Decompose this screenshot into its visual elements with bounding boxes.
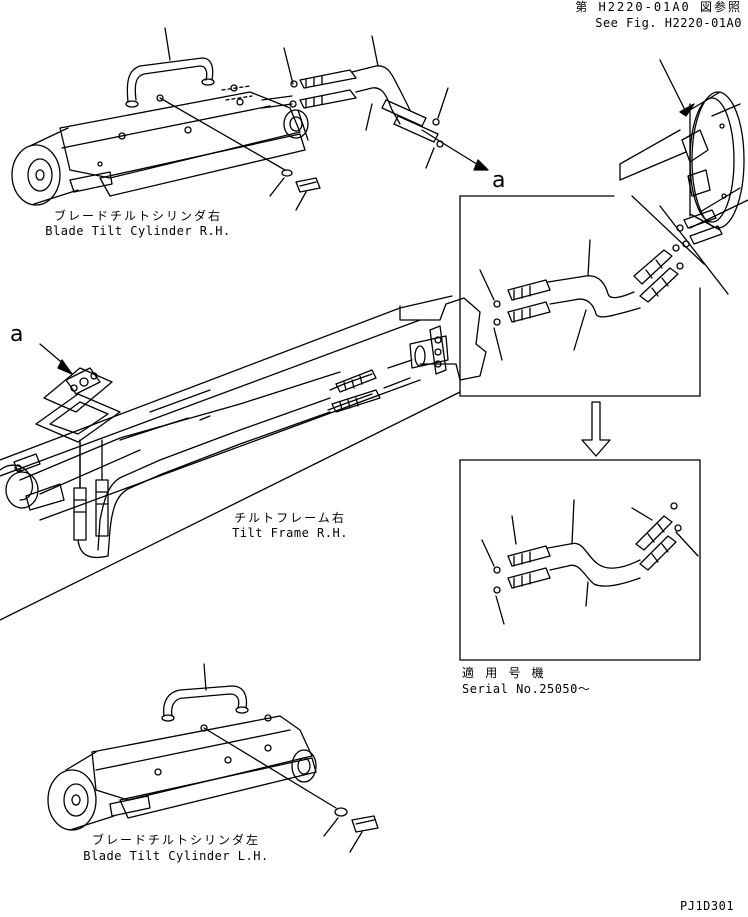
cylinder-lh-drawing (47, 663, 379, 853)
detail-box-a (459, 195, 723, 397)
plate-drawing (35, 343, 121, 489)
down-arrow-icon (581, 401, 611, 457)
top-hose-drawing (261, 35, 489, 171)
reference-component-drawing (619, 59, 748, 295)
callout-a-left: a (10, 322, 24, 347)
page-code: PJ1D301 (680, 899, 735, 913)
blade-tilt-cylinder-lh-en: Blade Tilt Cylinder L.H. (83, 849, 269, 863)
callout-a-top: a (492, 168, 506, 193)
tilt-frame-rh-en: Tilt Frame R.H. (232, 526, 348, 540)
detail-box-serial (459, 459, 701, 661)
tilt-frame-drawing (0, 295, 487, 621)
blade-tilt-cylinder-rh-en: Blade Tilt Cylinder R.H. (45, 224, 231, 238)
reference-en-label: See Fig. H2220-01A0 (595, 16, 742, 30)
blade-tilt-cylinder-rh-jp: ブレードチルトシリンダ右 (53, 209, 223, 223)
tilt-frame-rh-jp: チルトフレーム右 (234, 511, 346, 525)
reference-jp-label: 第 H2220-01A0 図参照 (575, 0, 742, 14)
serial-jp-label: 適 用 号 機 (462, 666, 546, 680)
blade-tilt-cylinder-lh-jp: ブレードチルトシリンダ左 (91, 833, 261, 847)
cylinder-rh-drawing (11, 27, 321, 211)
serial-en-label: Serial No.25050～ (462, 682, 591, 696)
